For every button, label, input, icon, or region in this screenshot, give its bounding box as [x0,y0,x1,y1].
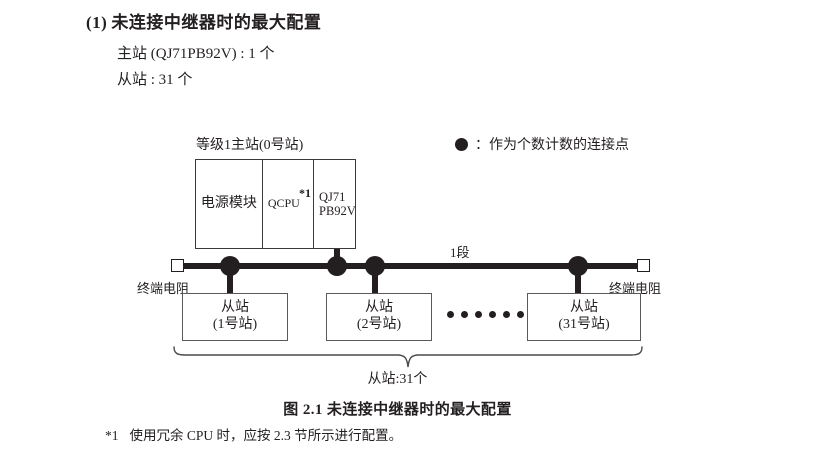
section-heading: (1)未连接中继器时的最大配置 [86,8,321,33]
figure-caption-text: 图 2.1 未连接中继器时的最大配置 [283,402,512,418]
slave-station-1-number: (1号站) [212,317,258,332]
slave-station-31: 从站 (31号站) [527,293,641,341]
ellipsis-dot [461,311,468,318]
rack-module-cpu-footnote-mark: *1 [299,186,311,200]
slave-station-2-number: (2号站) [356,317,402,332]
terminator-right-icon [637,259,650,272]
slave-station-1: 从站 (1号站) [182,293,288,341]
rack-module-network-label-line2: PB92V [319,204,356,218]
ellipsis-dot [475,311,482,318]
drop-line-slave2 [372,266,378,294]
legend-label: 作为个数计数的连接点 [489,138,629,153]
terminator-left-icon [171,259,184,272]
legend: ： 作为个数计数的连接点 [455,134,629,154]
drop-line-slave1 [227,266,233,294]
slave-group-caption-text: 从站:31个 [367,372,428,387]
terminator-right-label: 终端电阻 [609,281,662,296]
slave-station-31-number: (31号站) [558,317,610,332]
slave-station-2-title: 从站 [365,300,393,316]
drop-line-slave31 [575,266,581,294]
rack-module-cpu-label: QCPU [267,196,300,211]
filled-circle-icon [455,137,468,151]
slave-station-1-title: 从站 [221,300,249,316]
footnote-text: 使用冗余 CPU 时，应按 2.3 节所示进行配置。 [129,428,403,443]
ellipsis-dot [517,311,524,318]
figure-caption: 图 2.1 未连接中继器时的最大配置 [0,398,821,419]
section-title: 未连接中继器时的最大配置 [111,13,322,32]
ellipsis-dots [447,311,524,318]
slave-group-brace [173,346,643,368]
rack-module-network-label-line1: QJ71 [319,189,346,204]
terminator-left-label: 终端电阻 [137,281,190,296]
rack-module-power: 电源模块 [196,160,263,248]
spec-line-master: 主站 (QJ71PB92V) : 1 个 [117,46,275,62]
rack-label: 等级1主站(0号站) [196,138,304,153]
ellipsis-dot [503,311,510,318]
bus-trunk-line [180,263,642,269]
slave-station-31-title: 从站 [570,300,598,316]
section-number: (1) [86,13,108,32]
slave-station-2: 从站 (2号站) [326,293,432,341]
spec-line-slave: 从站 : 31 个 [117,72,193,88]
rack-module-power-label: 电源模块 [200,195,257,211]
brace-shape-icon [173,346,643,368]
segment-label: 1段 [450,245,470,260]
ellipsis-dot [489,311,496,318]
footnote-mark: *1 [105,428,119,443]
slave-group-caption: 从站:31个 [0,368,821,388]
rack-module-cpu: QCPU *1 [263,160,314,248]
connection-node-master [327,256,347,276]
footnote: *1 使用冗余 CPU 时，应按 2.3 节所示进行配置。 [105,424,402,444]
ellipsis-dot [447,311,454,318]
legend-separator: ： [475,138,489,153]
